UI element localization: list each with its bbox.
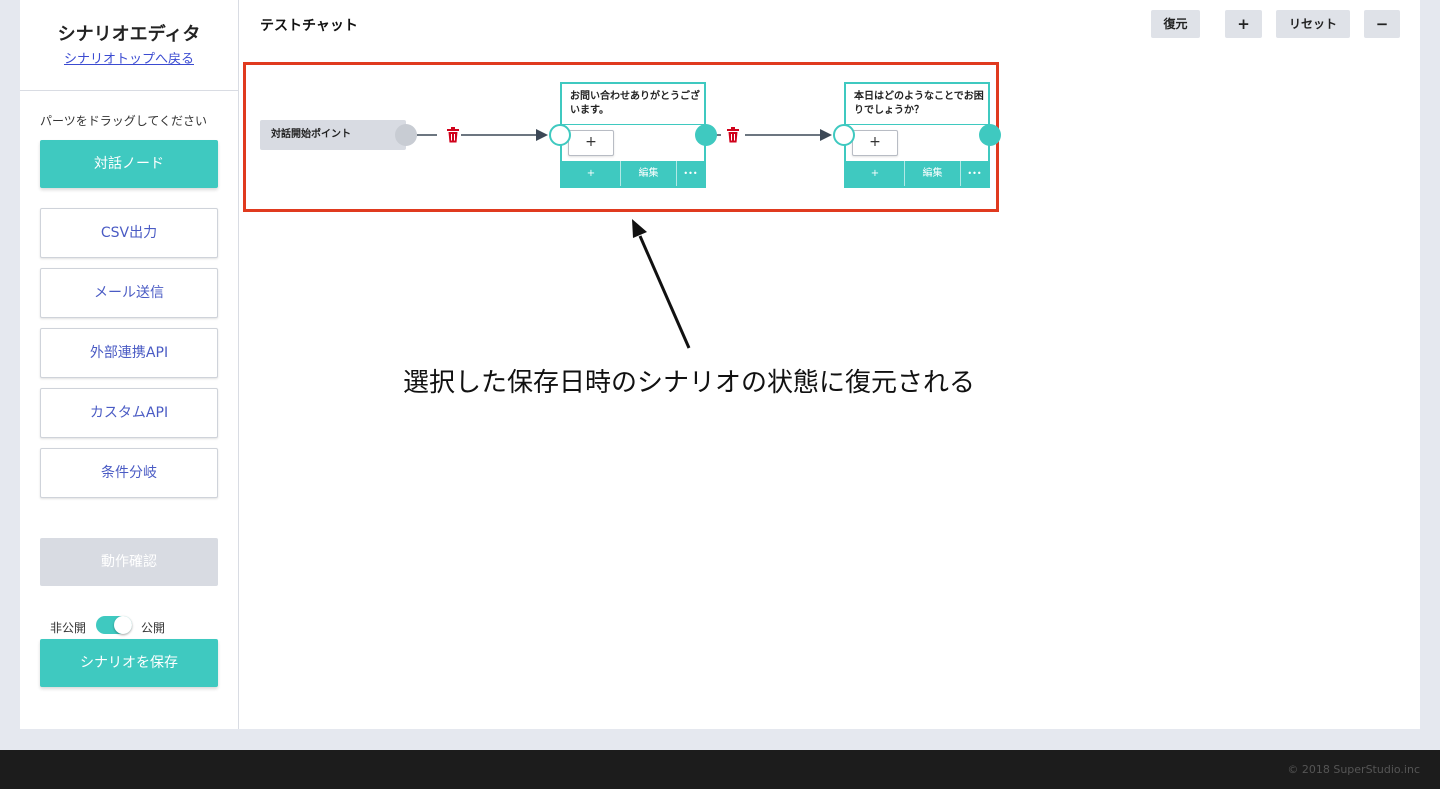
add-option-button[interactable]: + <box>568 130 614 156</box>
save-scenario-button[interactable]: シナリオを保存 <box>40 639 218 687</box>
add-option-button[interactable]: + <box>852 130 898 156</box>
node-more-button[interactable]: ••• <box>967 169 982 178</box>
condition-branch-part[interactable]: 条件分岐 <box>40 448 218 498</box>
publish-toggle[interactable] <box>96 616 132 634</box>
node-edit-button[interactable]: 編集 <box>922 168 943 179</box>
external-api-part[interactable]: 外部連携API <box>40 328 218 378</box>
node-output-port[interactable] <box>695 124 717 146</box>
start-node[interactable]: 対話開始ポイント <box>260 120 406 150</box>
bar-divider <box>620 161 621 186</box>
footer: © 2018 SuperStudio.inc <box>0 750 1440 789</box>
node-message: 本日はどのようなことでお困りでしょうか？ <box>854 91 984 116</box>
custom-api-part[interactable]: カスタムAPI <box>40 388 218 438</box>
node-more-button[interactable]: ••• <box>683 169 698 178</box>
node-edit-button[interactable]: 編集 <box>638 168 659 179</box>
node-input-port[interactable] <box>833 124 855 146</box>
sidebar: シナリオエディタ シナリオトップへ戻る パーツをドラッグしてください 対話ノード… <box>20 0 239 729</box>
verify-button: 動作確認 <box>40 538 218 586</box>
annotation-text: 選択した保存日時のシナリオの状態に復元される <box>403 368 976 398</box>
editor-title: シナリオエディタ <box>57 24 201 45</box>
zoom-in-button[interactable]: + <box>1225 10 1262 38</box>
node-divider <box>846 124 988 125</box>
node-message: お問い合わせありがとうございます。 <box>570 91 700 116</box>
drag-hint: パーツをドラッグしてください <box>40 114 208 128</box>
back-to-top-link[interactable]: シナリオトップへ戻る <box>63 52 194 67</box>
dialog-node[interactable]: 本日はどのようなことでお困りでしょうか？ + + 編集 ••• <box>844 82 990 188</box>
node-action-bar: + 編集 ••• <box>846 161 988 186</box>
node-output-port[interactable] <box>979 124 1001 146</box>
node-add-button[interactable]: + <box>586 168 596 179</box>
toggle-knob <box>114 616 132 634</box>
dialog-node[interactable]: お問い合わせありがとうございます。 + + 編集 ••• <box>560 82 706 188</box>
bar-divider <box>960 161 961 186</box>
app-window: シナリオエディタ シナリオトップへ戻る パーツをドラッグしてください 対話ノード… <box>20 0 1420 729</box>
start-output-port[interactable] <box>395 124 417 146</box>
reset-button[interactable]: リセット <box>1276 10 1350 38</box>
node-action-bar: + 編集 ••• <box>562 161 704 186</box>
copyright: © 2018 SuperStudio.inc <box>1287 763 1420 776</box>
chat-title: テストチャット <box>260 18 358 34</box>
trash-icon[interactable] <box>727 127 739 143</box>
bar-divider <box>904 161 905 186</box>
private-label: 非公開 <box>50 621 87 635</box>
trash-icon[interactable] <box>447 127 459 143</box>
csv-export-part[interactable]: CSV出力 <box>40 208 218 258</box>
restore-button[interactable]: 復元 <box>1151 10 1200 38</box>
bar-divider <box>676 161 677 186</box>
node-divider <box>562 124 704 125</box>
mail-send-part[interactable]: メール送信 <box>40 268 218 318</box>
node-add-button[interactable]: + <box>870 168 880 179</box>
dialog-node-part[interactable]: 対話ノード <box>40 140 218 188</box>
sidebar-header: シナリオエディタ シナリオトップへ戻る <box>20 0 238 91</box>
public-label: 公開 <box>141 621 166 635</box>
node-input-port[interactable] <box>549 124 571 146</box>
zoom-out-button[interactable]: − <box>1364 10 1400 38</box>
